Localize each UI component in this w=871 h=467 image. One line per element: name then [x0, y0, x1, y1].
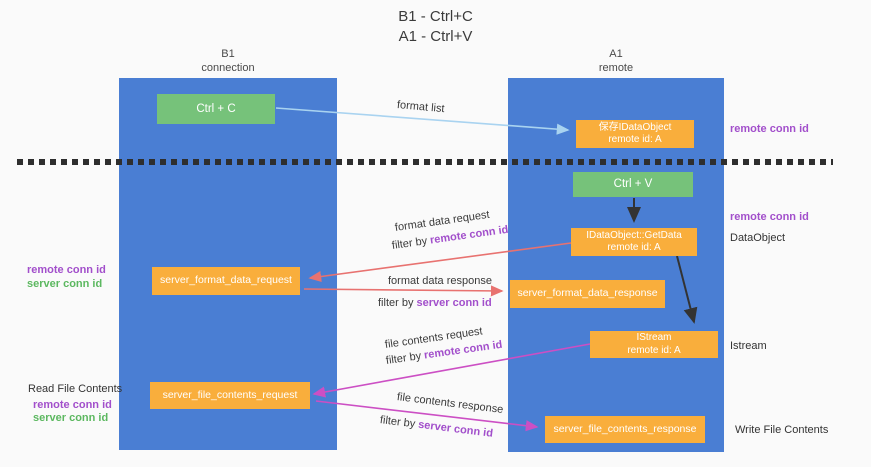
lane-a1-title: A1 [609, 48, 623, 60]
lane-b1-subtitle: connection [201, 61, 255, 74]
read-file-contents-annotation: Read File Contents [28, 383, 123, 395]
remote-conn-id-annotation-left: remote conn id [27, 264, 106, 276]
getdata-line1: IDataObject::GetData [586, 229, 682, 241]
lane-b1-title: B1 [221, 48, 235, 60]
file-contents-response-filter-label: filter by server conn id [379, 414, 493, 440]
server-file-contents-response-box: server_file_contents_response [545, 416, 705, 443]
server-format-data-request-box: server_format_data_request [152, 267, 300, 295]
filter-by-prefix: filter by [385, 349, 425, 367]
diagram-title: B1 - Ctrl+C A1 - Ctrl+V [0, 7, 871, 47]
save-idataobject-line2: remote id: A [608, 134, 662, 145]
title-line-1: B1 - Ctrl+C [398, 8, 473, 25]
idataobject-getdata-box: IDataObject::GetData remote id: A [571, 228, 697, 256]
format-data-response-label: format data response [388, 275, 492, 287]
istream-line1: IStream [636, 332, 672, 343]
remote-conn-id-annotation-top: remote conn id [730, 123, 809, 135]
ctrl-v-label: Ctrl + V [613, 178, 653, 191]
lane-a1-subtitle: remote [598, 61, 634, 74]
istream-line2: remote id: A [627, 344, 681, 356]
filter-by-prefix: filter by [391, 234, 431, 252]
file-contents-response-label: file contents response [396, 391, 504, 416]
ctrl-c-box: Ctrl + C [157, 94, 275, 124]
title-line-2: A1 - Ctrl+V [398, 27, 473, 45]
server-conn-id-inline: server conn id [416, 297, 492, 309]
server-file-contents-response-label: server_file_contents_response [553, 422, 697, 435]
server-conn-id-annotation-left: server conn id [27, 278, 103, 290]
filter-by-prefix: filter by [378, 297, 417, 309]
server-file-contents-request-label: server_file_contents_request [162, 388, 298, 401]
lane-header-a1: A1 remote [508, 48, 724, 76]
istream-annotation: Istream [730, 340, 767, 352]
ctrl-v-box: Ctrl + V [573, 172, 693, 197]
save-idataobject-box: 保存IDataObject remote id: A [576, 120, 694, 148]
server-format-data-response-box: server_format_data_response [510, 280, 665, 308]
write-file-contents-annotation: Write File Contents [735, 424, 829, 436]
istream-box: IStream remote id: A [590, 331, 718, 358]
server-file-contents-request-box: server_file_contents_request [150, 382, 310, 409]
format-data-response-filter-label: filter by server conn id [378, 297, 492, 309]
server-format-data-request-label: server_format_data_request [160, 274, 292, 287]
remote-conn-id-annotation-bottom-left: remote conn id [33, 399, 112, 411]
getdata-line2: remote id: A [607, 242, 661, 253]
filter-by-prefix: filter by [379, 414, 419, 431]
dataobject-annotation: DataObject [730, 232, 786, 244]
format-list-label: format list [396, 99, 446, 116]
server-conn-id-annotation-bottom-left: server conn id [33, 412, 109, 424]
save-idataobject-line1: 保存IDataObject [598, 121, 672, 133]
server-format-data-response-label: server_format_data_response [517, 287, 658, 300]
server-conn-id-inline: server conn id [417, 418, 494, 440]
lane-header-b1: B1 connection [119, 48, 337, 76]
ctrl-c-label: Ctrl + C [196, 102, 236, 115]
remote-conn-id-annotation-mid: remote conn id [730, 211, 809, 223]
dashed-divider-line [17, 159, 833, 165]
